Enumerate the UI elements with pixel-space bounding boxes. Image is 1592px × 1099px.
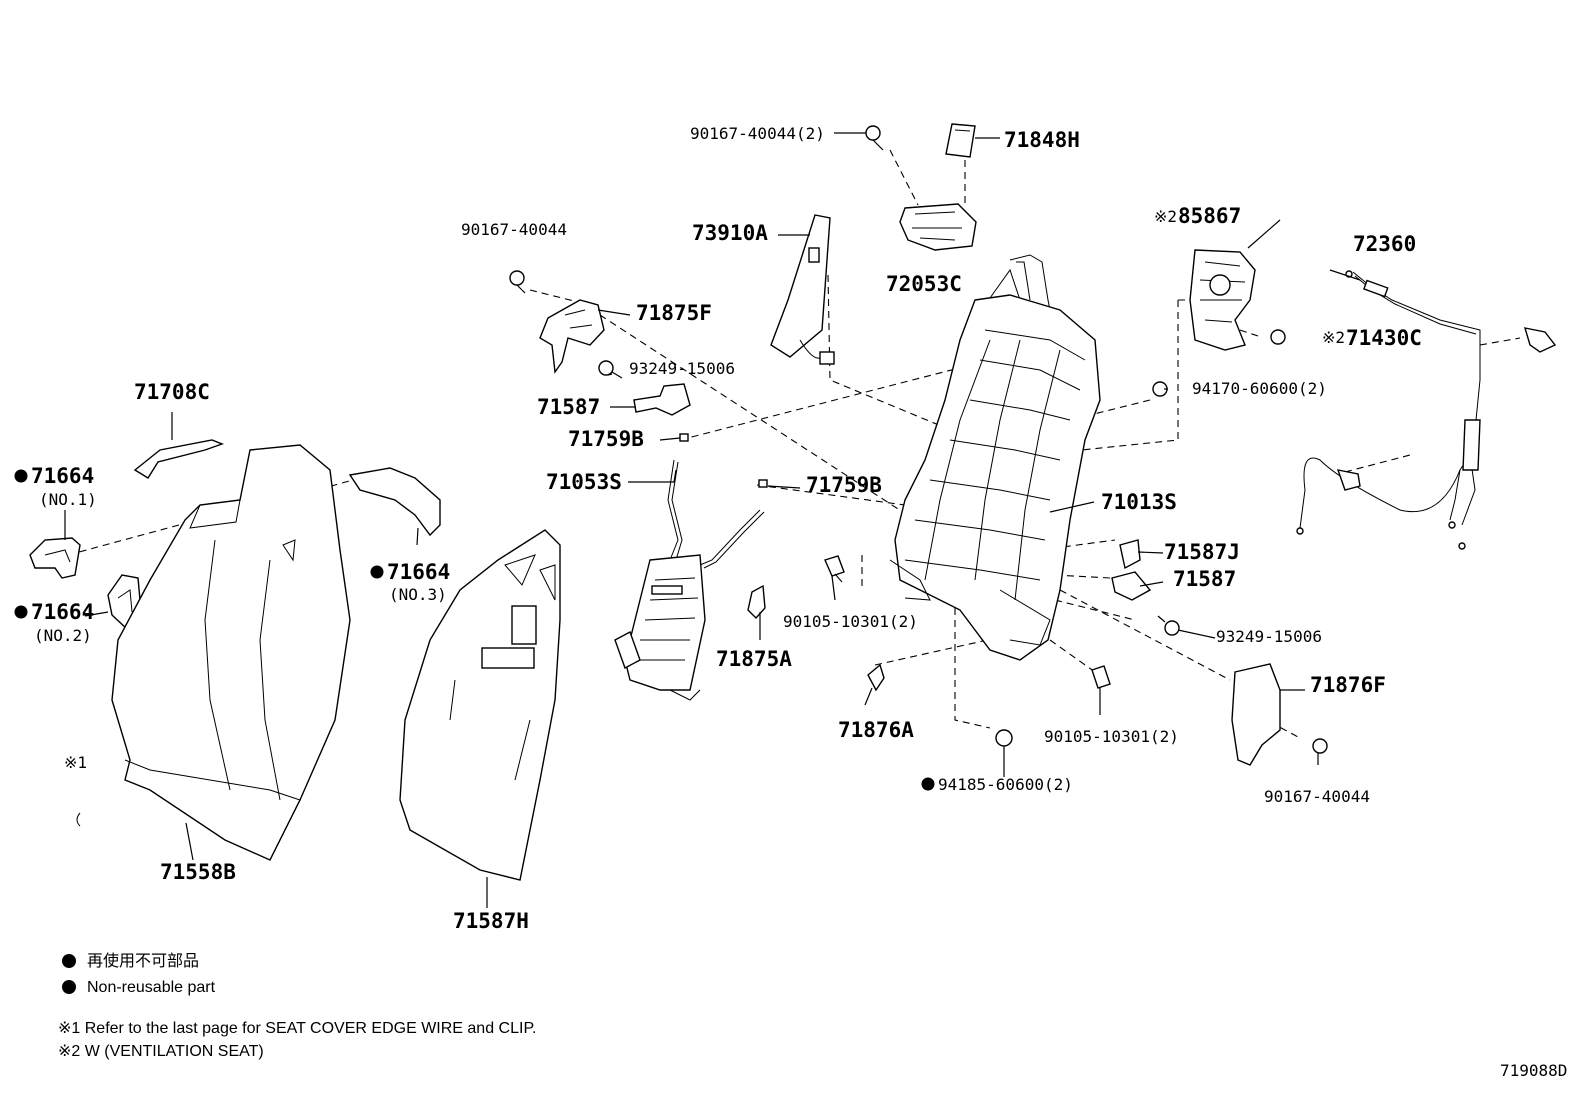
part-71587 — [633, 383, 691, 416]
part-72053C — [899, 203, 977, 251]
legend-jp: 再使用不可部品 — [87, 952, 199, 970]
callout-71759B-a: 71759B — [568, 427, 644, 451]
callout-90105-10301-2-a: 90105-10301(2) — [783, 612, 918, 631]
note-2: ※2 W (VENTILATION SEAT) — [58, 1043, 264, 1060]
callout-71587H: 71587H — [453, 909, 529, 933]
callout-90167-40044-2-top: 90167-40044(2) — [690, 124, 825, 143]
callout-71664-no3: 71664 — [387, 560, 450, 584]
callout-94170-60600-2: 94170-60600(2) — [1192, 379, 1327, 398]
callout-71664-no1: 71664 — [31, 464, 94, 488]
callout-labels: 90167-40044(2) 71848H 90167-40044 73910A… — [14, 124, 1422, 933]
part-71013S — [889, 254, 1101, 661]
legend: 再使用不可部品 Non-reusable part — [62, 952, 216, 996]
callout-71053S: 71053S — [546, 470, 622, 494]
part-drawings — [29, 123, 1557, 881]
part-screw-90167 — [865, 125, 881, 141]
callout-71587-b: 71587 — [1173, 567, 1236, 591]
callout-no1: (NO.1) — [39, 490, 97, 509]
callout-ref2-b: ※2 — [1322, 328, 1345, 347]
part-71664-no1 — [29, 537, 81, 579]
callout-71848H: 71848H — [1004, 128, 1080, 152]
diagram-code: 719088D — [1500, 1061, 1567, 1080]
callout-no2: (NO.2) — [34, 626, 92, 645]
callout-90167-40044-b: 90167-40044 — [1264, 787, 1370, 806]
callout-85867: 85867 — [1178, 204, 1241, 228]
note-1: ※1 Refer to the last page for SEAT COVER… — [58, 1020, 537, 1037]
callout-71759B-b: 71759B — [806, 473, 882, 497]
callout-71875A: 71875A — [716, 647, 792, 671]
callout-94185-60600-2: 94185-60600(2) — [938, 775, 1073, 794]
callout-71875F: 71875F — [636, 301, 712, 325]
callout-71587-a: 71587 — [537, 395, 600, 419]
part-71053S — [667, 459, 679, 561]
part-71876A — [867, 663, 885, 692]
part-72360 — [1296, 270, 1557, 550]
callout-no3: (NO.3) — [389, 585, 447, 604]
callout-72053C: 72053C — [886, 272, 962, 296]
notes: ※1 Refer to the last page for SEAT COVER… — [58, 1020, 537, 1060]
part-71875A — [747, 584, 766, 620]
callout-71430C: 71430C — [1346, 326, 1422, 350]
callout-71664-no2: 71664 — [31, 600, 94, 624]
non-reusable-dot — [370, 565, 384, 579]
callout-71558B: 71558B — [160, 860, 236, 884]
callout-ref1: ※1 — [64, 753, 87, 772]
part-71848H — [945, 123, 976, 158]
callout-90105-10301-2-b: 90105-10301(2) — [1044, 727, 1179, 746]
part-71875F — [539, 299, 605, 374]
non-reusable-dot — [14, 469, 28, 483]
callout-ref2-a: ※2 — [1154, 207, 1177, 226]
part-71558B — [111, 444, 351, 861]
leader-lines — [64, 132, 1361, 908]
callout-71587J: 71587J — [1164, 540, 1240, 564]
non-reusable-dot — [921, 777, 935, 791]
callout-72360: 72360 — [1353, 232, 1416, 256]
callout-90167-40044-a: 90167-40044 — [461, 220, 567, 239]
non-reusable-dot — [14, 605, 28, 619]
legend-dot-jp — [62, 954, 76, 968]
callout-71876A: 71876A — [838, 718, 914, 742]
callout-71876F: 71876F — [1310, 673, 1386, 697]
part-71664-no3 — [348, 467, 441, 537]
callout-71013S: 71013S — [1101, 490, 1177, 514]
callout-93249-15006-a: 93249-15006 — [629, 359, 735, 378]
callout-71708C: 71708C — [134, 380, 210, 404]
legend-dot-en — [62, 980, 76, 994]
part-73910A — [770, 214, 831, 358]
part-71876F — [1231, 663, 1281, 766]
part-71587J — [1119, 539, 1141, 570]
callout-93249-15006-b: 93249-15006 — [1216, 627, 1322, 646]
part-71708C — [133, 439, 224, 479]
callout-73910A: 73910A — [692, 221, 768, 245]
legend-en: Non-reusable part — [87, 979, 216, 996]
